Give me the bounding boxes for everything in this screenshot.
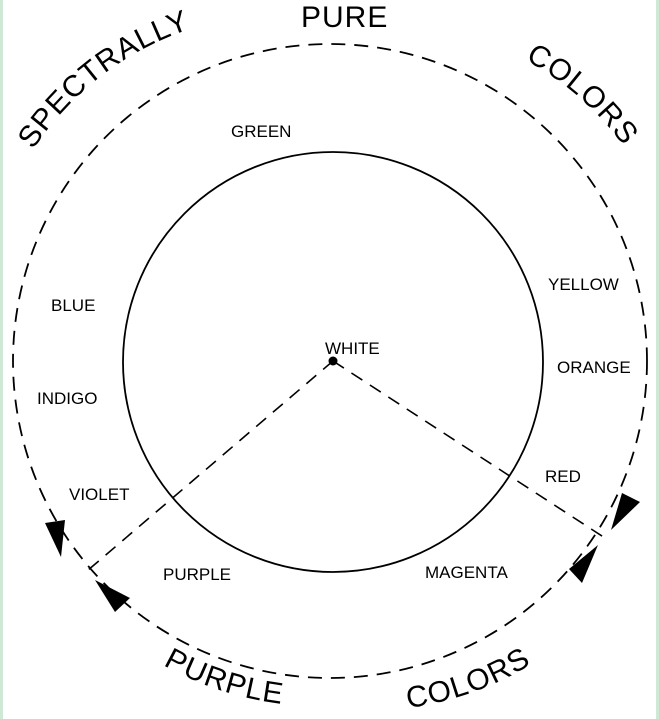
arrowhead-bottom-right-up xyxy=(569,545,598,583)
label-white: WHITE xyxy=(325,339,380,358)
label-green: GREEN xyxy=(231,122,291,141)
label-orange: ORANGE xyxy=(557,358,631,377)
label-indigo: INDIGO xyxy=(37,389,97,408)
label-colors-top: COLORS xyxy=(522,37,645,151)
label-purple-outer: PURPLE xyxy=(160,642,286,711)
label-violet: VIOLET xyxy=(69,485,129,504)
outer-dashed-circle xyxy=(12,43,648,679)
arrowhead-bottom-left-up xyxy=(95,580,130,612)
label-red: RED xyxy=(545,467,581,486)
inner-chromaticity-circle xyxy=(122,151,544,573)
label-colors-top-path: COLORS xyxy=(522,37,644,151)
arrowhead-right-down xyxy=(611,493,640,530)
arrowhead-left-down xyxy=(45,520,65,557)
label-spectrally-path: SPECTRALLY xyxy=(12,4,193,154)
label-pure: PURE xyxy=(301,1,388,34)
label-purple-inner: PURPLE xyxy=(163,565,231,584)
label-magenta: MAGENTA xyxy=(425,563,508,582)
dashed-line-to-red xyxy=(332,360,606,539)
label-colors-bottom-path: COLORS xyxy=(404,641,535,715)
white-point-dot xyxy=(328,356,338,366)
dashed-line-to-violet xyxy=(86,360,334,572)
label-yellow: YELLOW xyxy=(548,275,619,294)
label-spectrally: SPECTRALLY xyxy=(12,4,194,154)
label-colors-bottom: COLORS xyxy=(404,641,536,715)
label-purple-outer-path: PURPLE xyxy=(160,642,285,711)
color-circle-diagram: GREEN YELLOW ORANGE RED MAGENTA PURPLE V… xyxy=(12,1,648,715)
label-blue: BLUE xyxy=(51,296,95,315)
